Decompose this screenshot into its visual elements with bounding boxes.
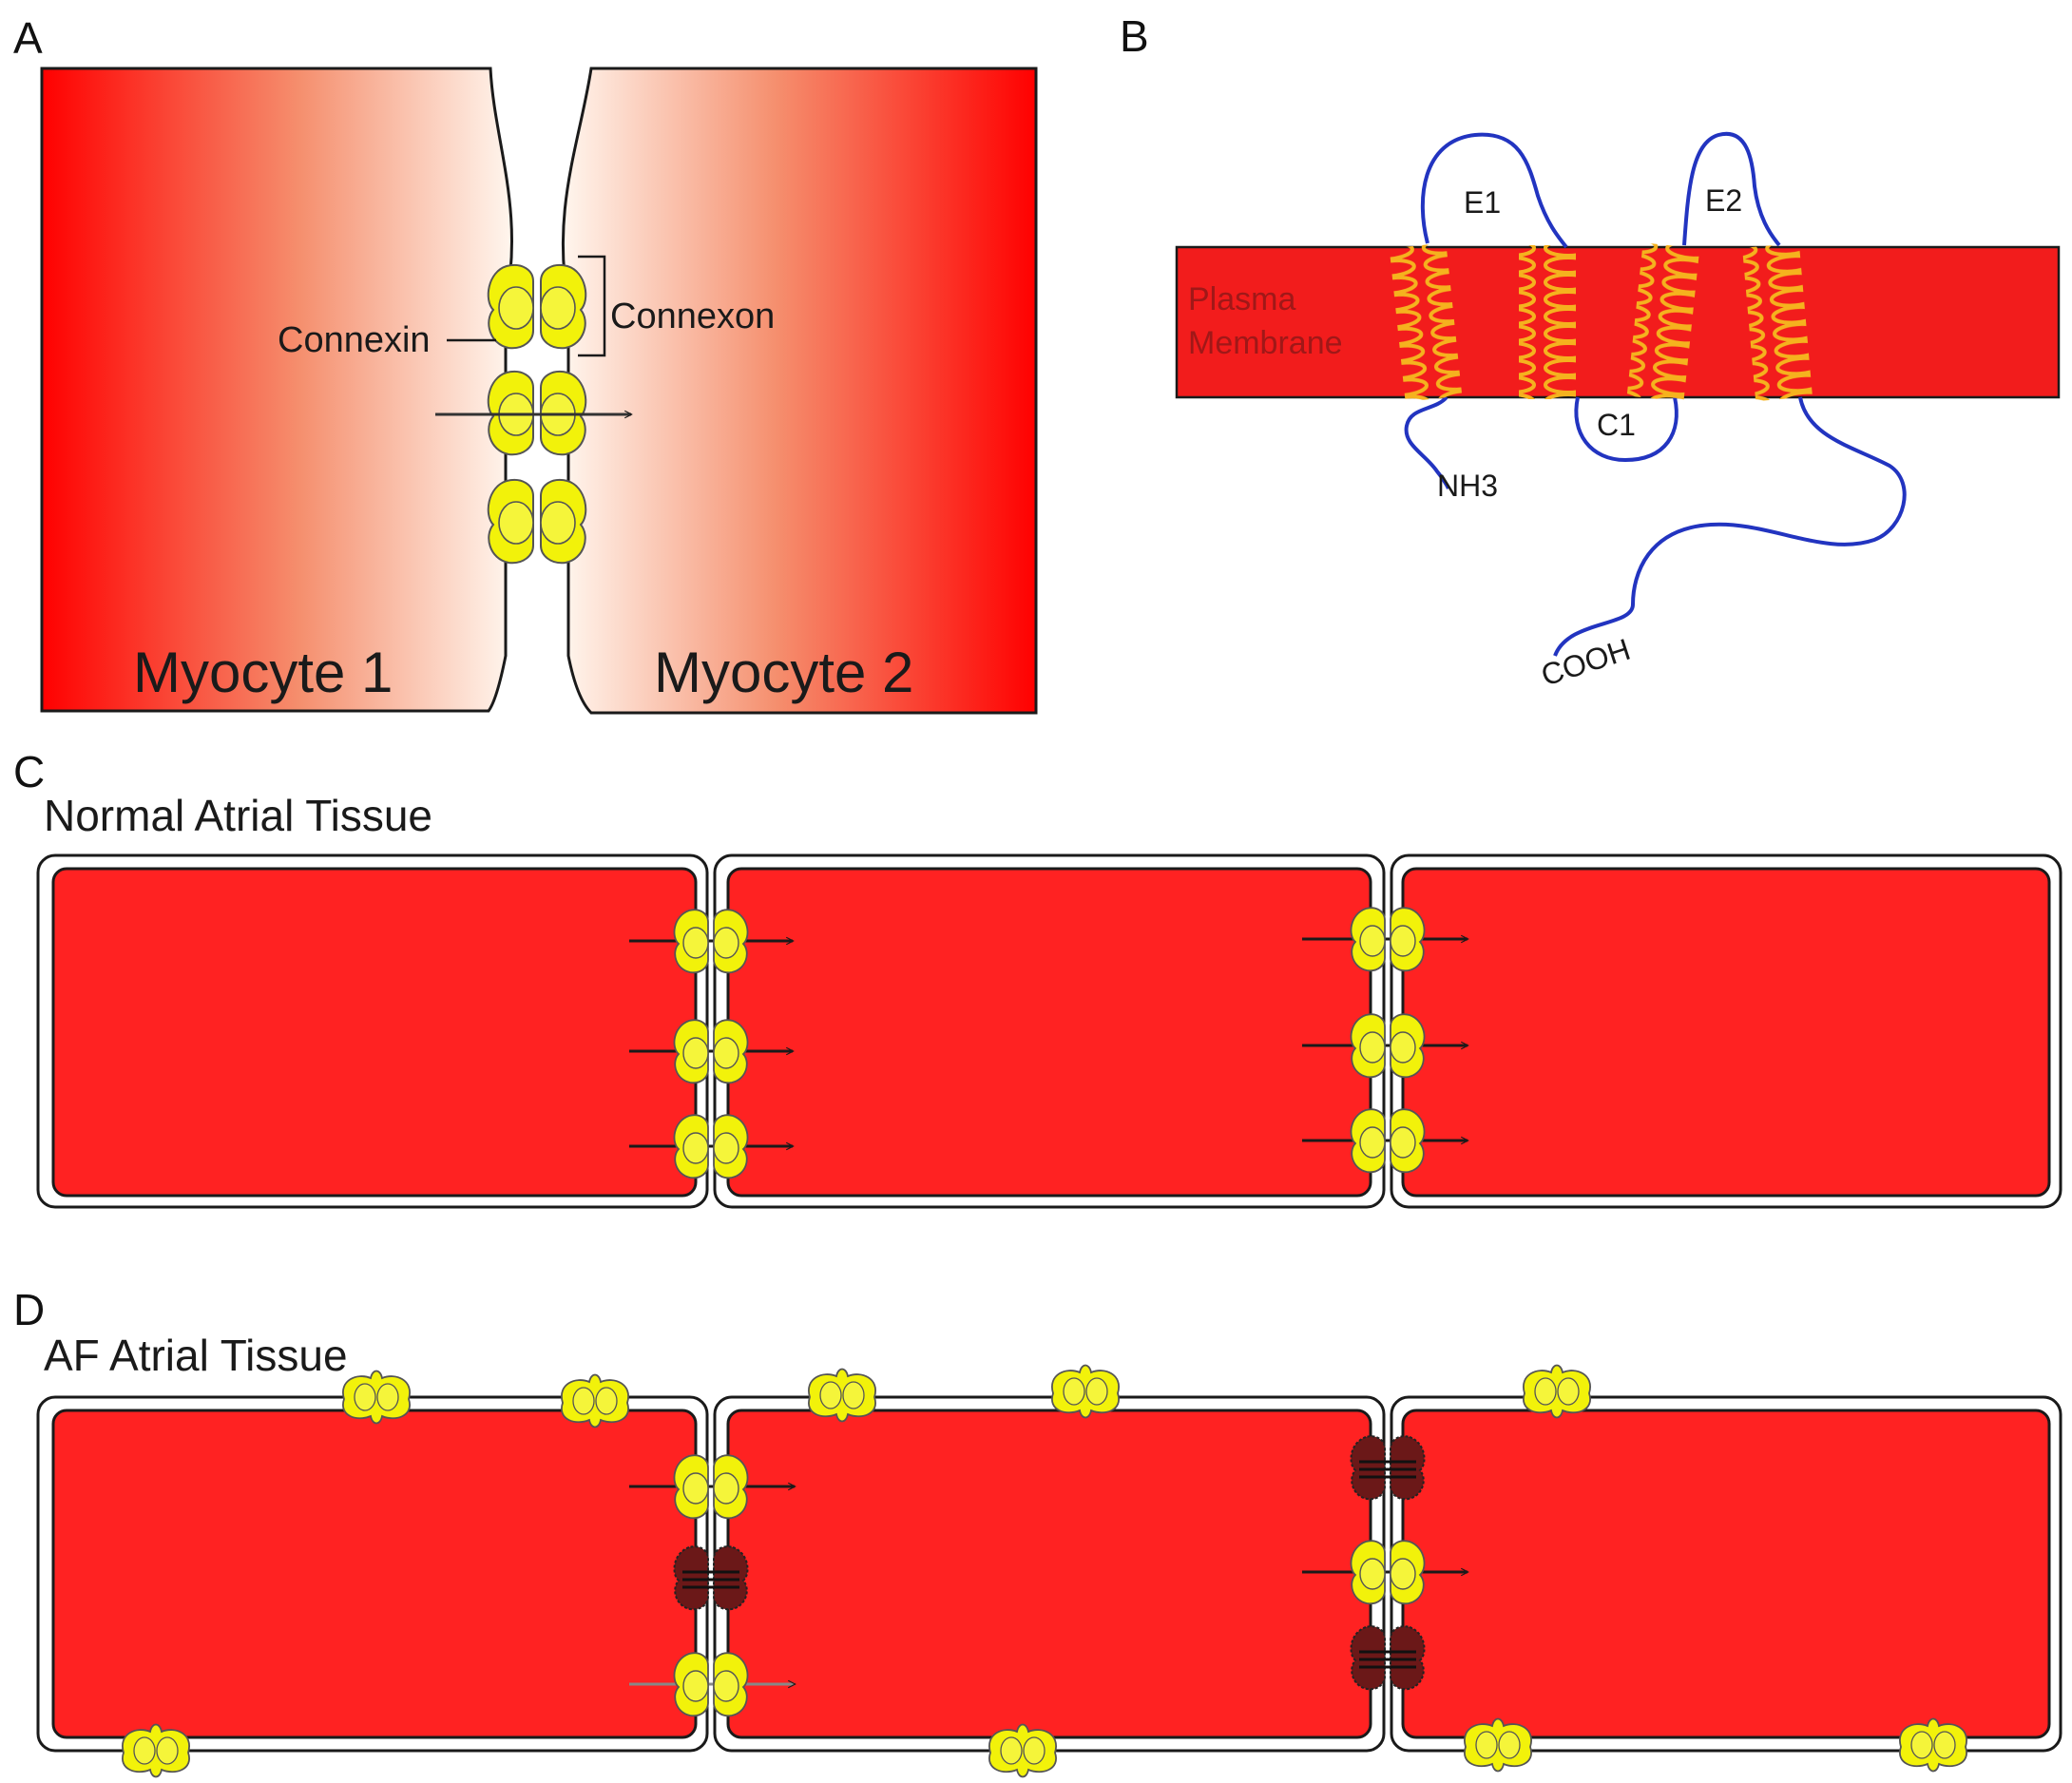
connexon-bracket xyxy=(578,255,606,357)
c1-loop xyxy=(1574,396,1679,463)
lateralized-connexon-icon xyxy=(1464,1717,1532,1773)
panel-c-title: Normal Atrial Tissue xyxy=(44,791,432,840)
connexin-pair-icon xyxy=(487,263,587,350)
af-junctions-1 xyxy=(629,1454,795,1717)
panel-letter-b: B xyxy=(1120,11,1149,61)
panel-letter-c: C xyxy=(13,747,45,796)
e2-label: E2 xyxy=(1705,183,1742,218)
e1-label: E1 xyxy=(1464,185,1501,220)
myocyte-1-cell xyxy=(40,67,514,713)
lateralized-connexon-icon xyxy=(122,1723,190,1778)
lateralized-connexon-icon xyxy=(1051,1364,1120,1419)
panel-a: A Connexin Connexon Myocyte 1 Myocyte 2 xyxy=(13,13,1038,715)
lateralized-connexon-icon xyxy=(988,1723,1057,1778)
lateralized-connexon-icon xyxy=(342,1370,411,1425)
myocyte-2-cell xyxy=(561,67,1038,715)
transmembrane-helix-3 xyxy=(1626,242,1700,402)
normal-junctions-2 xyxy=(1302,907,1468,1174)
myocyte-1-label: Myocyte 1 xyxy=(133,641,393,704)
lateralized-connexon-icon xyxy=(1523,1364,1591,1419)
connexin-pair-icon xyxy=(487,478,587,565)
c-terminal-tail xyxy=(1553,396,1907,657)
lateralized-connexon-icon xyxy=(808,1368,876,1423)
panel-letter-d: D xyxy=(13,1285,45,1334)
panel-d-title: AF Atrial Tissue xyxy=(44,1331,348,1380)
connexon-label: Connexon xyxy=(610,297,775,336)
c1-label: C1 xyxy=(1597,408,1636,442)
membrane-label-line1: Plasma xyxy=(1188,281,1295,317)
plasma-membrane xyxy=(1175,245,2061,399)
panel-c: C Normal Atrial Tissue xyxy=(13,747,2062,1209)
closed-channel-icon xyxy=(672,1544,750,1611)
transmembrane-helix-4 xyxy=(1742,242,1813,402)
n-terminus-label: NH3 xyxy=(1437,469,1498,503)
panel-b: B Plasma Membrane E1 E2 C1 NH3 COOH xyxy=(1120,11,2061,693)
af-tissue-cells xyxy=(36,1395,2062,1753)
connexin-label: Connexin xyxy=(278,320,431,360)
membrane-label-line2: Membrane xyxy=(1188,325,1343,361)
e2-loop xyxy=(1682,131,1781,247)
transmembrane-helix-2 xyxy=(1519,245,1576,399)
normal-tissue-cells xyxy=(36,853,2062,1209)
myocyte-2-label: Myocyte 2 xyxy=(654,641,913,704)
e1-loop xyxy=(1420,132,1568,249)
normal-junctions-1 xyxy=(629,909,793,1179)
panel-letter-a: A xyxy=(13,13,43,63)
transmembrane-helix-1 xyxy=(1389,242,1463,402)
c-terminus-label: COOH xyxy=(1537,632,1634,693)
lateralized-connexon-icon xyxy=(1899,1717,1967,1773)
closed-channel-icon xyxy=(1349,1624,1427,1691)
panel-d: D AF Atrial Tissue xyxy=(13,1285,2062,1778)
af-junctions-2 xyxy=(1302,1434,1468,1691)
lateralized-connexon-icon xyxy=(561,1373,629,1428)
closed-channel-icon xyxy=(1349,1434,1427,1501)
n-terminal-tail xyxy=(1404,395,1450,489)
